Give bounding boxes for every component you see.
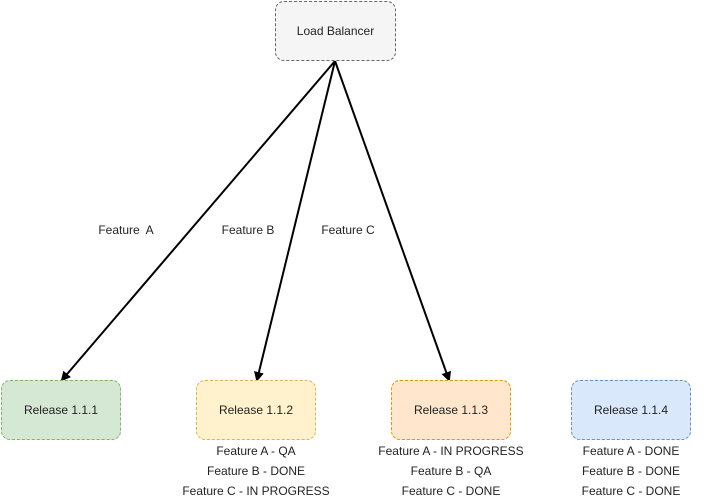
edge-label-feature-c: Feature C (321, 223, 375, 237)
edge-label-feature-b: Feature B (221, 223, 275, 237)
release-1-1-3-node[interactable]: Release 1.1.3 (391, 380, 511, 440)
release-1-1-1-node[interactable]: Release 1.1.1 (1, 380, 121, 440)
feature-status: Feature B - DONE (206, 464, 306, 478)
load-balancer-label: Load Balancer (296, 24, 375, 38)
release-label: Release 1.1.2 (218, 403, 294, 417)
release-label: Release 1.1.3 (413, 403, 489, 417)
release-1-1-4-node[interactable]: Release 1.1.4 (571, 380, 691, 440)
feature-status: Feature A - QA (216, 444, 296, 458)
release-1-1-4-feature-list: Feature A - DONE Feature B - DONE Featur… (582, 441, 681, 501)
arrow-feature-b (254, 60, 336, 382)
feature-status: Feature A - DONE (582, 444, 680, 458)
feature-status: Feature C - DONE (581, 484, 681, 498)
feature-status: Feature B - DONE (581, 464, 681, 478)
arrow-feature-a (60, 60, 336, 382)
edge-label-feature-a: Feature A (98, 223, 154, 237)
load-balancer-node[interactable]: Load Balancer (275, 1, 396, 61)
feature-status: Feature B - QA (410, 464, 492, 478)
release-1-1-2-node[interactable]: Release 1.1.2 (196, 380, 316, 440)
release-label: Release 1.1.1 (23, 403, 99, 417)
release-1-1-3-feature-list: Feature A - IN PROGRESS Feature B - QA F… (378, 441, 523, 501)
arrow-feature-c (334, 60, 452, 382)
feature-status: Feature C - DONE (401, 484, 501, 498)
feature-status: Feature A - IN PROGRESS (378, 444, 524, 458)
release-1-1-2-feature-list: Feature A - QA Feature B - DONE Feature … (182, 441, 329, 501)
release-label: Release 1.1.4 (593, 403, 669, 417)
feature-status: Feature C - IN PROGRESS (182, 484, 330, 498)
